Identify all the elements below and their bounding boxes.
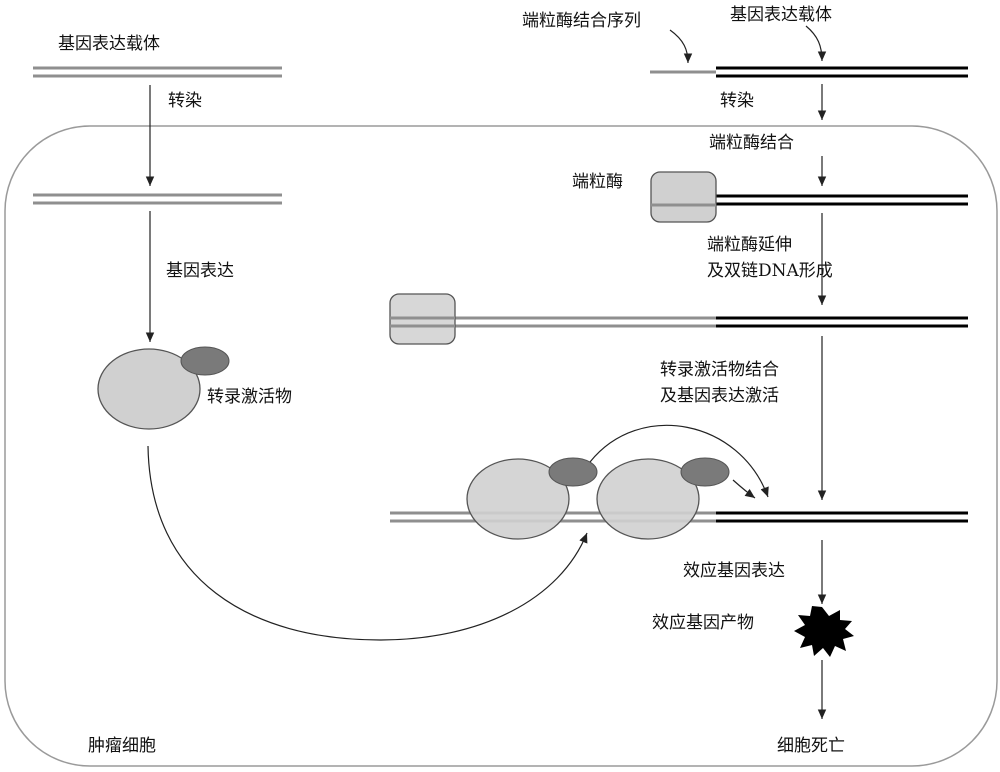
effector-expression-label: 效应基因表达 [683,561,785,581]
telomerase-bound-dna [650,171,968,223]
activation-short-arrow [732,479,756,499]
left-vector-label: 基因表达载体 [58,34,160,54]
left-intracellular-dna [33,193,282,205]
right-vector-dna [650,66,968,78]
activator-binding-label-line1: 转录激活物结合 [660,360,779,380]
effector-product-star [794,606,854,657]
activator-small-subunit [180,346,230,376]
left-vector-dna [33,66,282,78]
telomerase-label: 端粒酶 [572,172,623,192]
right-vector-label: 基因表达载体 [730,5,832,25]
bound-activator-1 [466,457,598,540]
activator-large-subunit [97,348,201,430]
left-transfect-label: 转染 [168,91,202,111]
right-vector-pointer-arrow [805,25,827,62]
activator-migration-arrow [147,445,588,641]
effector-product-label: 效应基因产物 [652,613,754,633]
extended-dsdna [389,293,968,345]
telomerase-binding-seq-label: 端粒酶结合序列 [522,11,641,31]
right-transfect-label: 转染 [720,91,754,111]
telomerase-binding-label: 端粒酶结合 [709,133,794,153]
tumor-cell-membrane [4,125,998,767]
extension-label-line1: 端粒酶延伸 [707,235,792,255]
telomerase-enzyme [650,171,717,223]
transcription-activator-label: 转录激活物 [207,387,292,407]
transcription-activator-protein [97,346,230,430]
cell-death-label: 细胞死亡 [777,736,845,756]
activation-arc-arrow [589,424,769,498]
activator-binding-label-line2: 及基因表达激活 [660,386,779,406]
left-gene-expression-label: 基因表达 [166,261,234,281]
tumor-cell-label: 肿瘤细胞 [88,736,156,756]
bound-activator-2 [596,457,730,540]
binding-seq-pointer-arrow [669,29,693,64]
extension-label-line2: 及双链DNA形成 [707,261,833,281]
